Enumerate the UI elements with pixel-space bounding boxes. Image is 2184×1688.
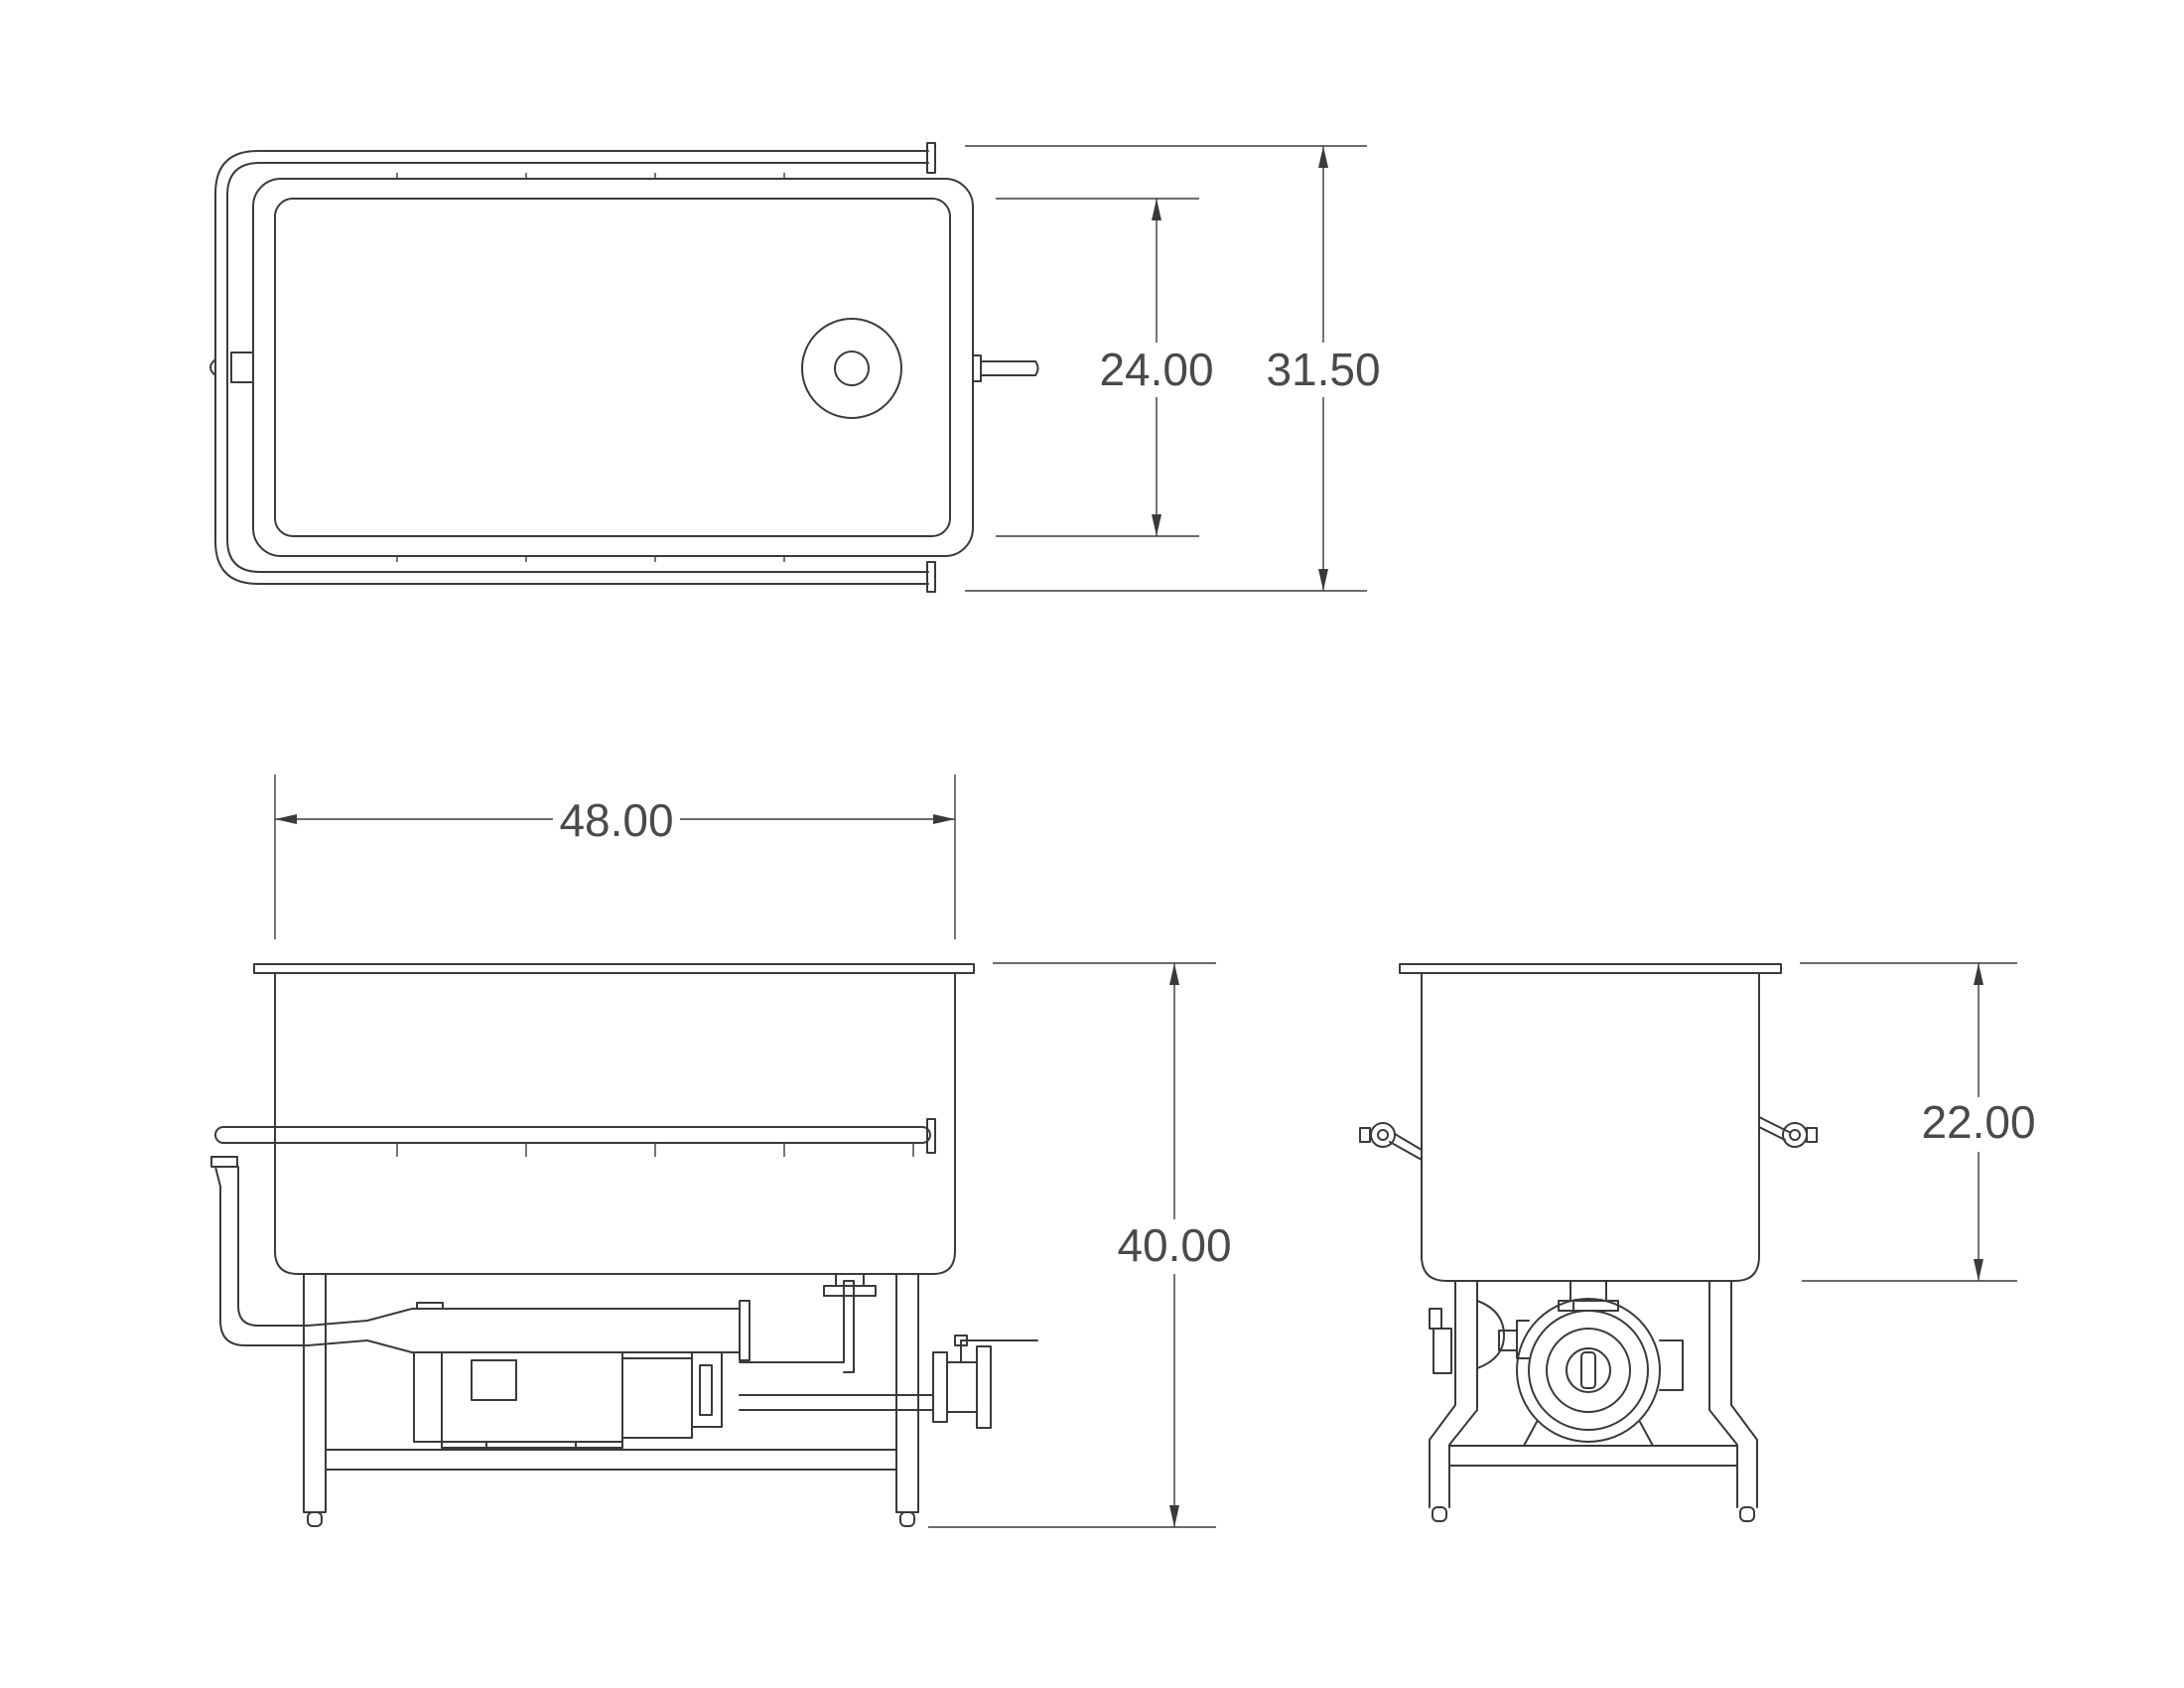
dimension-label-22: 22.00: [1921, 1096, 2035, 1148]
dimension-front-length: 48.00: [274, 774, 956, 939]
dimension-label-31-5: 31.50: [1266, 344, 1380, 395]
dimension-label-24: 24.00: [1099, 344, 1213, 395]
dimension-label-40: 40.00: [1117, 1219, 1231, 1271]
dimension-front-height: 40.00: [928, 962, 1241, 1528]
dimension-label-48: 48.00: [559, 794, 673, 846]
drain-icon: [801, 318, 902, 419]
top-view: [209, 142, 1039, 593]
dimension-top-overall: 31.50: [965, 145, 1390, 592]
side-view: [1359, 963, 1818, 1522]
pump-icon: [1516, 1298, 1661, 1443]
dimension-top-inner: 24.00: [996, 198, 1221, 537]
dimension-side-height: 22.00: [1800, 962, 2045, 1282]
front-view: [210, 963, 1038, 1527]
